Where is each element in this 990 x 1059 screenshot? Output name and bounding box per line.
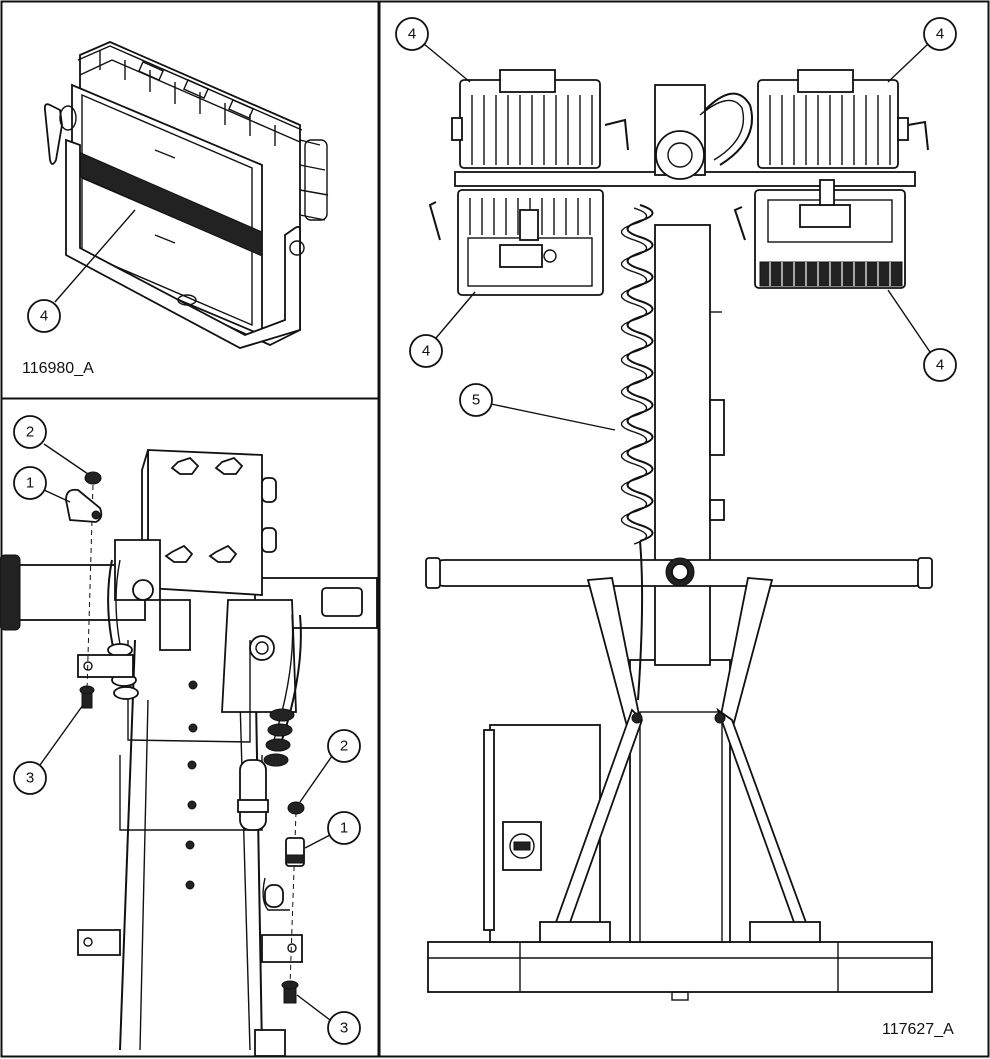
light-head-bottom-left bbox=[428, 189, 604, 296]
callout-r-light-tr: 4 bbox=[887, 17, 957, 83]
callout-number: 2 bbox=[340, 738, 348, 755]
light-head-isometric bbox=[43, 41, 329, 349]
callout-bl-clamp-lower: 1 bbox=[304, 811, 361, 849]
callout-number: 1 bbox=[340, 820, 348, 837]
light-head-top-right bbox=[757, 69, 929, 169]
coiled-power-cord bbox=[620, 204, 654, 701]
callout-number: 4 bbox=[422, 343, 430, 360]
callout-r-light-bl: 4 bbox=[409, 291, 476, 368]
callout-r-light-tl: 4 bbox=[395, 17, 471, 83]
callout-r-cord: 5 bbox=[459, 383, 616, 431]
callout-r-light-br: 4 bbox=[887, 289, 957, 382]
callout-number: 4 bbox=[936, 357, 944, 374]
callout-number: 1 bbox=[26, 475, 34, 492]
light-head-bottom-right bbox=[733, 179, 906, 289]
callout-bl-nut-upper: 2 bbox=[13, 415, 89, 475]
light-head-top-left bbox=[451, 69, 629, 169]
mast-detail bbox=[0, 449, 378, 1057]
light-tower bbox=[425, 84, 933, 1001]
callout-bl-nut-lower: 2 bbox=[299, 729, 361, 803]
callout-bl-clamp-upper: 1 bbox=[13, 466, 71, 503]
callout-tl-light: 4 bbox=[27, 209, 136, 333]
callout-bl-bolt-upper: 3 bbox=[13, 704, 84, 795]
hardware-lower bbox=[281, 801, 305, 1004]
callout-number: 4 bbox=[936, 26, 944, 43]
callout-number: 4 bbox=[40, 308, 48, 325]
callout-number: 4 bbox=[408, 26, 416, 43]
callout-bl-bolt-lower: 3 bbox=[296, 994, 361, 1045]
figure-id-top-left: 116980_A bbox=[22, 360, 94, 377]
callout-number: 2 bbox=[26, 424, 34, 441]
callout-number: 3 bbox=[340, 1020, 348, 1037]
callout-number: 5 bbox=[472, 392, 480, 409]
panel-right bbox=[378, 0, 990, 1058]
figure-id-right: 117627_A bbox=[882, 1021, 954, 1038]
callout-number: 3 bbox=[26, 770, 34, 787]
hardware-upper bbox=[65, 471, 103, 709]
